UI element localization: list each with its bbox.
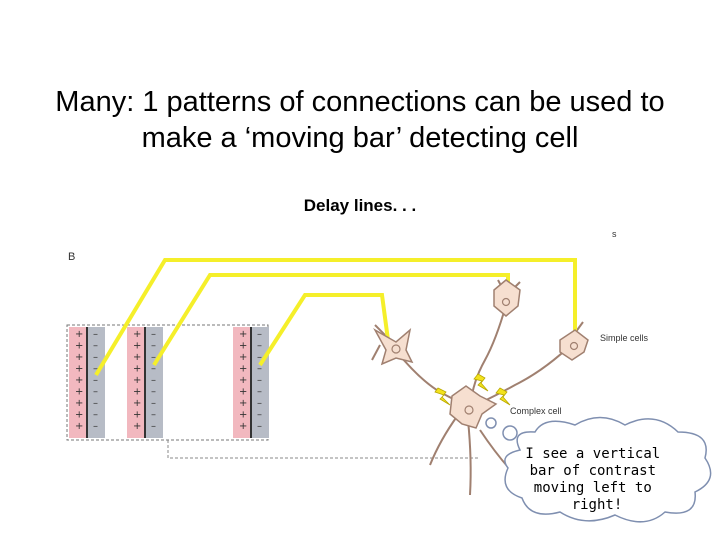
lightning-spike-icon	[473, 373, 489, 392]
simple-cells	[373, 279, 589, 366]
minus-sign: –	[257, 352, 262, 363]
minus-sign: –	[257, 387, 262, 398]
minus-sign: –	[151, 410, 156, 421]
plus-sign: +	[133, 352, 141, 363]
minus-sign: –	[93, 364, 98, 375]
plus-sign: +	[239, 329, 247, 340]
minus-sign: –	[257, 410, 262, 421]
thought-bubble	[485, 416, 712, 523]
minus-sign: –	[151, 364, 156, 375]
minus-sign: –	[257, 421, 262, 432]
minus-sign: –	[93, 387, 98, 398]
minus-sign: –	[93, 341, 98, 352]
thought-line-2: bar of contrast	[530, 463, 656, 479]
minus-sign: –	[93, 375, 98, 386]
minus-sign: –	[93, 421, 98, 432]
thought-line-4: right!	[572, 497, 623, 513]
plus-sign: +	[239, 398, 247, 409]
minus-sign: –	[257, 375, 262, 386]
plus-sign: +	[133, 387, 141, 398]
slide-title: Many: 1 patterns of connections can be u…	[0, 84, 720, 156]
simple-cell-2	[493, 279, 521, 317]
lightning-spike-icon	[495, 387, 511, 406]
plus-sign: +	[239, 364, 247, 375]
minus-sign: –	[93, 410, 98, 421]
minus-sign: –	[257, 329, 262, 340]
plus-sign: +	[75, 329, 83, 340]
minus-sign: –	[151, 421, 156, 432]
simple-cell-1-nucleus	[391, 344, 401, 354]
thought-text: I see a vertical bar of contrast moving …	[525, 446, 668, 513]
plus-sign: +	[239, 352, 247, 363]
plus-sign: +	[239, 421, 247, 432]
plus-sign: +	[75, 410, 83, 421]
plus-sign: +	[133, 364, 141, 375]
minus-sign: –	[93, 329, 98, 340]
delay-line-medium	[152, 273, 510, 367]
minus-sign: –	[257, 364, 262, 375]
minus-sign: –	[151, 375, 156, 386]
minus-sign: –	[257, 398, 262, 409]
plus-sign: +	[75, 341, 83, 352]
complex-cell-nucleus	[464, 405, 474, 415]
minus-sign: –	[151, 387, 156, 398]
simple-cell-2-nucleus	[501, 297, 511, 307]
plus-sign: +	[75, 352, 83, 363]
complex-cell	[449, 385, 498, 429]
on-region	[127, 327, 145, 438]
minus-sign: –	[151, 341, 156, 352]
slide-subtitle: Delay lines. . .	[303, 196, 417, 215]
receptive-field-2	[127, 327, 163, 438]
plus-sign: +	[133, 410, 141, 421]
minus-sign: –	[151, 352, 156, 363]
minus-sign: –	[257, 341, 262, 352]
plus-sign: +	[75, 364, 83, 375]
receptive-field-1	[69, 327, 105, 438]
plus-sign: +	[75, 398, 83, 409]
plus-sign: +	[133, 341, 141, 352]
plus-sign: +	[239, 410, 247, 421]
on-region	[233, 327, 251, 438]
thought-dot-large	[502, 425, 518, 441]
delay-line-short	[258, 293, 390, 367]
corner-label: s	[612, 229, 617, 239]
panel-label: B	[68, 251, 75, 263]
plus-sign: +	[239, 387, 247, 398]
plus-sign: +	[133, 421, 141, 432]
thought-line-3: moving left to	[534, 480, 652, 496]
plus-sign: +	[133, 375, 141, 386]
title-line-1: Many: 1 patterns of connections can be u…	[55, 86, 665, 118]
minus-sign: –	[151, 329, 156, 340]
thought-dot-small	[485, 417, 497, 429]
simple-cell-3	[559, 329, 589, 361]
spike-icons	[434, 373, 511, 406]
plus-sign: +	[239, 341, 247, 352]
minus-sign: –	[151, 398, 156, 409]
plus-sign: +	[75, 375, 83, 386]
polarity-signs: +–+–+–+–+–+–+–+–+–+–+–+–+–+–+–+–+–+–+–+–…	[75, 329, 262, 432]
simple-cell-1	[373, 328, 414, 366]
simple-cell-3-nucleus	[569, 341, 579, 351]
plus-sign: +	[75, 421, 83, 432]
title-line-2: make a ‘moving bar’ detecting cell	[141, 122, 579, 154]
lightning-spike-icon	[434, 387, 451, 406]
minus-sign: –	[93, 398, 98, 409]
plus-sign: +	[239, 375, 247, 386]
connection-dashed-line	[167, 440, 478, 459]
plus-sign: +	[133, 329, 141, 340]
minus-sign: –	[93, 352, 98, 363]
plus-sign: +	[133, 398, 141, 409]
on-region	[69, 327, 87, 438]
thought-line-1: I see a vertical	[525, 446, 660, 462]
plus-sign: +	[75, 387, 83, 398]
delay-line-long	[94, 258, 577, 377]
simple-cells-label: Simple cells	[600, 333, 649, 343]
thought-cloud	[504, 416, 712, 523]
complex-cell-label: Complex cell	[510, 406, 562, 416]
off-region	[87, 327, 105, 438]
